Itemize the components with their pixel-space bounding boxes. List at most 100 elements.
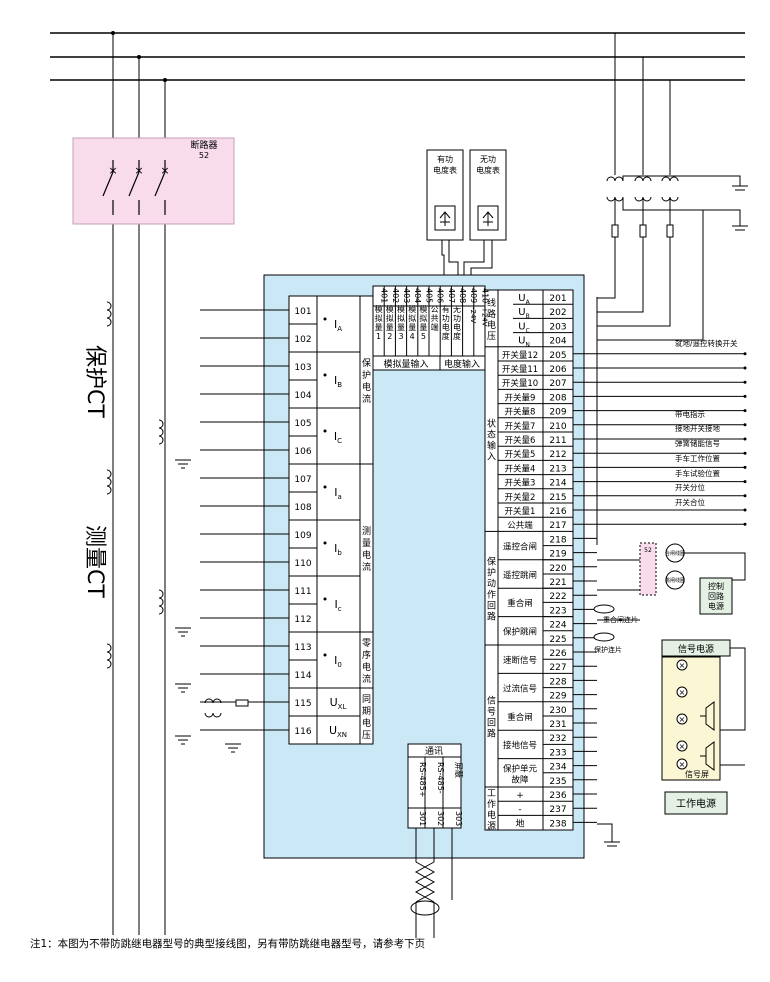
status-input-10: 开关量2 bbox=[505, 492, 536, 503]
comm-terminal-303: 303 bbox=[454, 811, 463, 826]
terminal-102: 102 bbox=[294, 335, 311, 345]
terminal-219: 219 bbox=[549, 550, 566, 560]
terminal-207: 207 bbox=[549, 379, 566, 389]
svg-text:量: 量 bbox=[397, 323, 405, 332]
comm-cable bbox=[410, 828, 453, 938]
terminal-236: 236 bbox=[549, 791, 566, 801]
switch-note-7: 开关合位 bbox=[675, 497, 705, 507]
protect-ct-label: 保护CT bbox=[82, 345, 107, 418]
terminal-230: 230 bbox=[549, 706, 566, 716]
svg-text:×: × bbox=[679, 688, 686, 697]
energy-meters: 有功 电度表 无功 电度表 bbox=[426, 149, 507, 296]
svg-text:度: 度 bbox=[442, 331, 450, 341]
work-power-box: 工作电源 bbox=[676, 797, 716, 810]
svg-text:拟: 拟 bbox=[419, 313, 427, 323]
svg-text:度: 度 bbox=[453, 331, 461, 341]
svg-text:态: 态 bbox=[487, 429, 496, 441]
svg-text:电: 电 bbox=[453, 322, 461, 332]
svg-text:量: 量 bbox=[419, 323, 427, 332]
terminal-209: 209 bbox=[549, 408, 566, 418]
terminal-224: 224 bbox=[549, 621, 566, 631]
terminal-234: 234 bbox=[549, 763, 566, 773]
status-input-3: 开关量9 bbox=[505, 392, 536, 403]
svg-text:IB: IB bbox=[334, 374, 342, 389]
svg-text:作: 作 bbox=[487, 798, 496, 810]
svg-text:模: 模 bbox=[397, 304, 405, 314]
svg-text:功: 功 bbox=[453, 313, 461, 323]
signal-I0: I0 bbox=[323, 653, 342, 669]
terminal-213: 213 bbox=[549, 464, 566, 474]
terminal-206: 206 bbox=[549, 365, 566, 375]
svg-text:流: 流 bbox=[362, 561, 371, 573]
comm-terminal-301: 301 bbox=[418, 811, 427, 826]
svg-text:入: 入 bbox=[487, 452, 496, 463]
measure-ct-label: 测量CT bbox=[82, 525, 107, 598]
svg-text:路: 路 bbox=[487, 611, 496, 623]
terminal-217: 217 bbox=[549, 521, 566, 531]
protect-action-1: 遥控跳闸 bbox=[503, 570, 537, 581]
svg-text:×: × bbox=[679, 715, 686, 724]
svg-text:共: 共 bbox=[431, 314, 439, 323]
terminal-205: 205 bbox=[549, 351, 566, 361]
right-equipment: 52 合闸线圈 跳闸线圈 控制回路电源 信号电源 信号屏 ××××× 工作电源 bbox=[593, 542, 746, 847]
relay-52: 52 bbox=[644, 547, 652, 554]
svg-text:拟: 拟 bbox=[397, 313, 405, 323]
analog-terminal-410: 410 bbox=[480, 288, 489, 303]
terminal-226: 226 bbox=[549, 649, 566, 659]
svg-text:模: 模 bbox=[375, 304, 383, 314]
control-power: 控制回路电源 bbox=[708, 581, 724, 611]
switch-note-3: 弹簧储能信号 bbox=[675, 438, 720, 448]
svg-text:线: 线 bbox=[487, 297, 496, 309]
comm-terminal-302: 302 bbox=[436, 811, 445, 826]
terminal-202: 202 bbox=[549, 308, 566, 318]
svg-text:源: 源 bbox=[487, 821, 496, 832]
switch-note-0: 就地/遥控转换开关 bbox=[675, 338, 738, 348]
signal-IC: IC bbox=[323, 429, 342, 445]
svg-text:路: 路 bbox=[487, 308, 496, 320]
status-input-0: 开关量12 bbox=[502, 350, 538, 361]
switch-note-2: 接地开关接地 bbox=[675, 423, 720, 433]
svg-text:同: 同 bbox=[362, 694, 371, 705]
svg-text:1: 1 bbox=[376, 332, 381, 341]
terminal-107: 107 bbox=[294, 475, 311, 485]
breaker: 断路器 52 ××× bbox=[72, 137, 235, 225]
terminal-235: 235 bbox=[549, 777, 566, 787]
work-power-0: + bbox=[516, 791, 524, 801]
line-voltage-UN: UN bbox=[518, 336, 530, 349]
terminal-112: 112 bbox=[294, 615, 311, 625]
terminal-109: 109 bbox=[294, 531, 311, 541]
svg-text:流: 流 bbox=[362, 673, 371, 685]
footnote: 注1：本图为不带防跳继电器型号的典型接线图，另有带防跳继电器型号，请参考下页 bbox=[30, 938, 426, 950]
terminal-229: 229 bbox=[549, 692, 566, 702]
svg-text:序: 序 bbox=[362, 649, 371, 661]
status-input-5: 开关量7 bbox=[505, 421, 536, 432]
svg-text:量: 量 bbox=[386, 323, 394, 332]
svg-text:量: 量 bbox=[408, 323, 416, 332]
svg-text:电: 电 bbox=[362, 661, 371, 673]
terminal-110: 110 bbox=[294, 559, 311, 569]
svg-text:3: 3 bbox=[398, 332, 403, 341]
terminal-115: 115 bbox=[294, 699, 311, 709]
svg-text:4: 4 bbox=[410, 332, 415, 341]
status-input-4: 开关量8 bbox=[505, 407, 536, 418]
svg-text:×: × bbox=[160, 164, 169, 177]
terminal-111: 111 bbox=[294, 587, 311, 597]
svg-text:拟: 拟 bbox=[375, 313, 383, 323]
svg-text:零: 零 bbox=[362, 638, 371, 649]
svg-text:拟: 拟 bbox=[386, 313, 394, 323]
right-group-4: 工作电源 bbox=[487, 789, 496, 832]
svg-text:回: 回 bbox=[487, 601, 496, 612]
signal-UXN: UXN bbox=[329, 724, 347, 739]
terminal-214: 214 bbox=[549, 479, 566, 489]
svg-text:期: 期 bbox=[362, 706, 371, 717]
switch-note-6: 开关分位 bbox=[675, 482, 705, 492]
svg-text:5: 5 bbox=[421, 332, 426, 341]
svg-text:压: 压 bbox=[487, 331, 496, 342]
